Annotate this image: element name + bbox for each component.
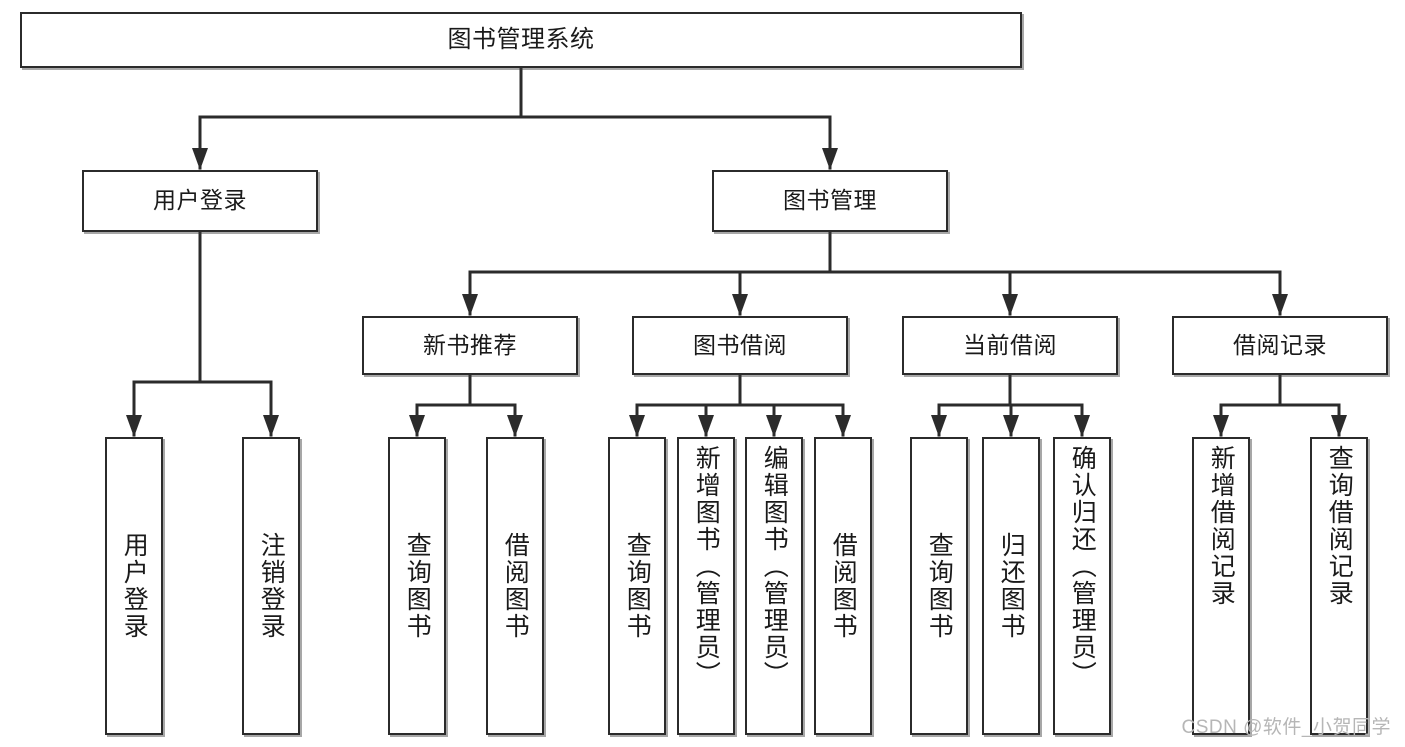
- borrowrecord-to-leaves-arrowhead-1: [1331, 415, 1347, 437]
- node-label: 图书管理: [783, 187, 877, 214]
- node-label: 查询图书: [623, 532, 652, 640]
- node-label: 借阅记录: [1233, 331, 1327, 358]
- node-label: 新书推荐: [423, 331, 517, 358]
- node-book-management: 图书管理: [712, 170, 948, 232]
- currentborrow-to-leaves-arrowhead-0: [931, 415, 947, 437]
- currentborrow-to-leaves-arrowhead-2: [1074, 415, 1090, 437]
- bookborrow-to-leaves-arrowhead-0: [629, 415, 645, 437]
- node-label: 查询借阅记录: [1325, 445, 1354, 607]
- node-label: 借阅图书: [829, 532, 858, 640]
- node-label: 查询图书: [925, 532, 954, 640]
- node-label: 借阅图书: [501, 532, 530, 640]
- node-leaf-user-login: 用户登录: [105, 437, 163, 735]
- borrowrecord-to-leaves-arrowhead-0: [1213, 415, 1229, 437]
- bookmgmt-to-level3-arrowhead-0: [462, 294, 478, 316]
- node-leaf-borrow-book-2: 借阅图书: [814, 437, 872, 735]
- root-to-level2-arrowhead-0: [192, 148, 208, 170]
- node-label: 注销登录: [257, 532, 286, 640]
- bookmgmt-to-level3-arrowhead-3: [1272, 294, 1288, 316]
- node-label: 归还图书: [997, 532, 1026, 640]
- node-label: 图书管理系统: [447, 25, 595, 53]
- node-borrow-record: 借阅记录: [1172, 316, 1388, 375]
- bookmgmt-to-level3-arrowhead-1: [732, 294, 748, 316]
- node-label: 确认归还（管理员）: [1068, 445, 1097, 688]
- node-leaf-add-book-admin: 新增图书（管理员）: [677, 437, 735, 735]
- node-leaf-edit-book-admin: 编辑图书（管理员）: [745, 437, 803, 735]
- node-leaf-return-book: 归还图书: [982, 437, 1040, 735]
- root-to-level2-arrowhead-1: [822, 148, 838, 170]
- node-leaf-confirm-return-admin: 确认归还（管理员）: [1053, 437, 1111, 735]
- bookborrow-to-leaves-arrowhead-2: [766, 415, 782, 437]
- bookborrow-to-leaves-arrowhead-3: [835, 415, 851, 437]
- newbook-to-leaves-arrowhead-0: [409, 415, 425, 437]
- node-label: 新增图书（管理员）: [692, 445, 721, 688]
- watermark-text: CSDN @软件_小贺同学: [1181, 717, 1391, 738]
- userlogin-to-leaves-arrowhead-0: [126, 415, 142, 437]
- node-leaf-borrow-book-1: 借阅图书: [486, 437, 544, 735]
- node-label: 查询图书: [403, 532, 432, 640]
- node-leaf-query-book-3: 查询图书: [910, 437, 968, 735]
- node-leaf-user-logout: 注销登录: [242, 437, 300, 735]
- node-root: 图书管理系统: [20, 12, 1022, 68]
- node-leaf-query-book-2: 查询图书: [608, 437, 666, 735]
- node-new-book-recommend: 新书推荐: [362, 316, 578, 375]
- userlogin-to-leaves-arrowhead-1: [263, 415, 279, 437]
- node-label: 新增借阅记录: [1207, 445, 1236, 607]
- node-label: 用户登录: [153, 187, 247, 214]
- node-label: 图书借阅: [693, 331, 787, 358]
- node-current-borrow: 当前借阅: [902, 316, 1118, 375]
- newbook-to-leaves-arrowhead-1: [507, 415, 523, 437]
- currentborrow-to-leaves-arrowhead-1: [1003, 415, 1019, 437]
- node-leaf-add-borrow-record: 新增借阅记录: [1192, 437, 1250, 735]
- node-leaf-query-book-1: 查询图书: [388, 437, 446, 735]
- node-label: 编辑图书（管理员）: [760, 445, 789, 688]
- node-label: 当前借阅: [963, 331, 1057, 358]
- node-book-borrow: 图书借阅: [632, 316, 848, 375]
- node-label: 用户登录: [120, 532, 149, 640]
- bookmgmt-to-level3-arrowhead-2: [1002, 294, 1018, 316]
- node-leaf-query-borrow-record: 查询借阅记录: [1310, 437, 1368, 735]
- node-user-login: 用户登录: [82, 170, 318, 232]
- bookborrow-to-leaves-arrowhead-1: [698, 415, 714, 437]
